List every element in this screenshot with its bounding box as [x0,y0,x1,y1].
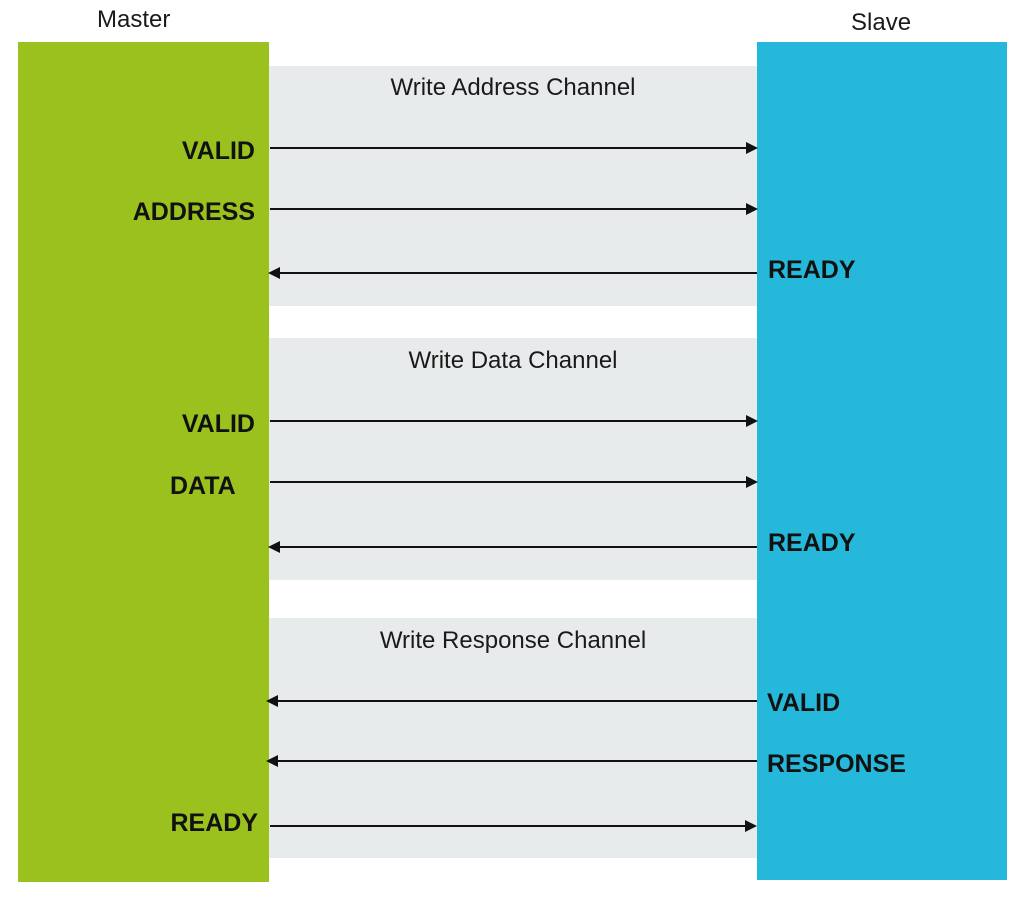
data-data-arrow [270,476,758,488]
write-response-channel-title: Write Response Channel [379,627,647,654]
slave-block [757,42,1007,880]
master-title: Master [97,6,171,33]
addr-valid-arrow [270,142,758,154]
write-address-channel-panel [268,66,758,306]
data-valid-arrow [270,415,758,427]
addr-address-label: ADDRESS [132,198,255,226]
addr-address-arrow [270,203,758,215]
master-block [18,42,269,882]
addr-ready-label: READY [768,256,856,284]
resp-valid-arrow [266,695,757,707]
resp-response-arrow [266,755,757,767]
data-ready-arrow [268,541,757,553]
resp-ready-label: READY [170,809,258,837]
resp-response-label: RESPONSE [767,750,906,778]
write-data-channel-panel [268,338,758,580]
write-data-channel-title: Write Data Channel [408,347,618,374]
resp-ready-arrow [270,820,757,832]
resp-valid-label: VALID [767,689,841,717]
data-ready-label: READY [768,529,856,557]
data-valid-label: VALID [181,410,255,438]
data-data-label: DATA [170,472,236,500]
addr-ready-arrow [268,267,757,279]
addr-valid-label: VALID [181,137,255,165]
write-address-channel-title: Write Address Channel [390,74,636,101]
slave-title: Slave [851,9,912,36]
write-response-channel-panel [268,618,758,858]
